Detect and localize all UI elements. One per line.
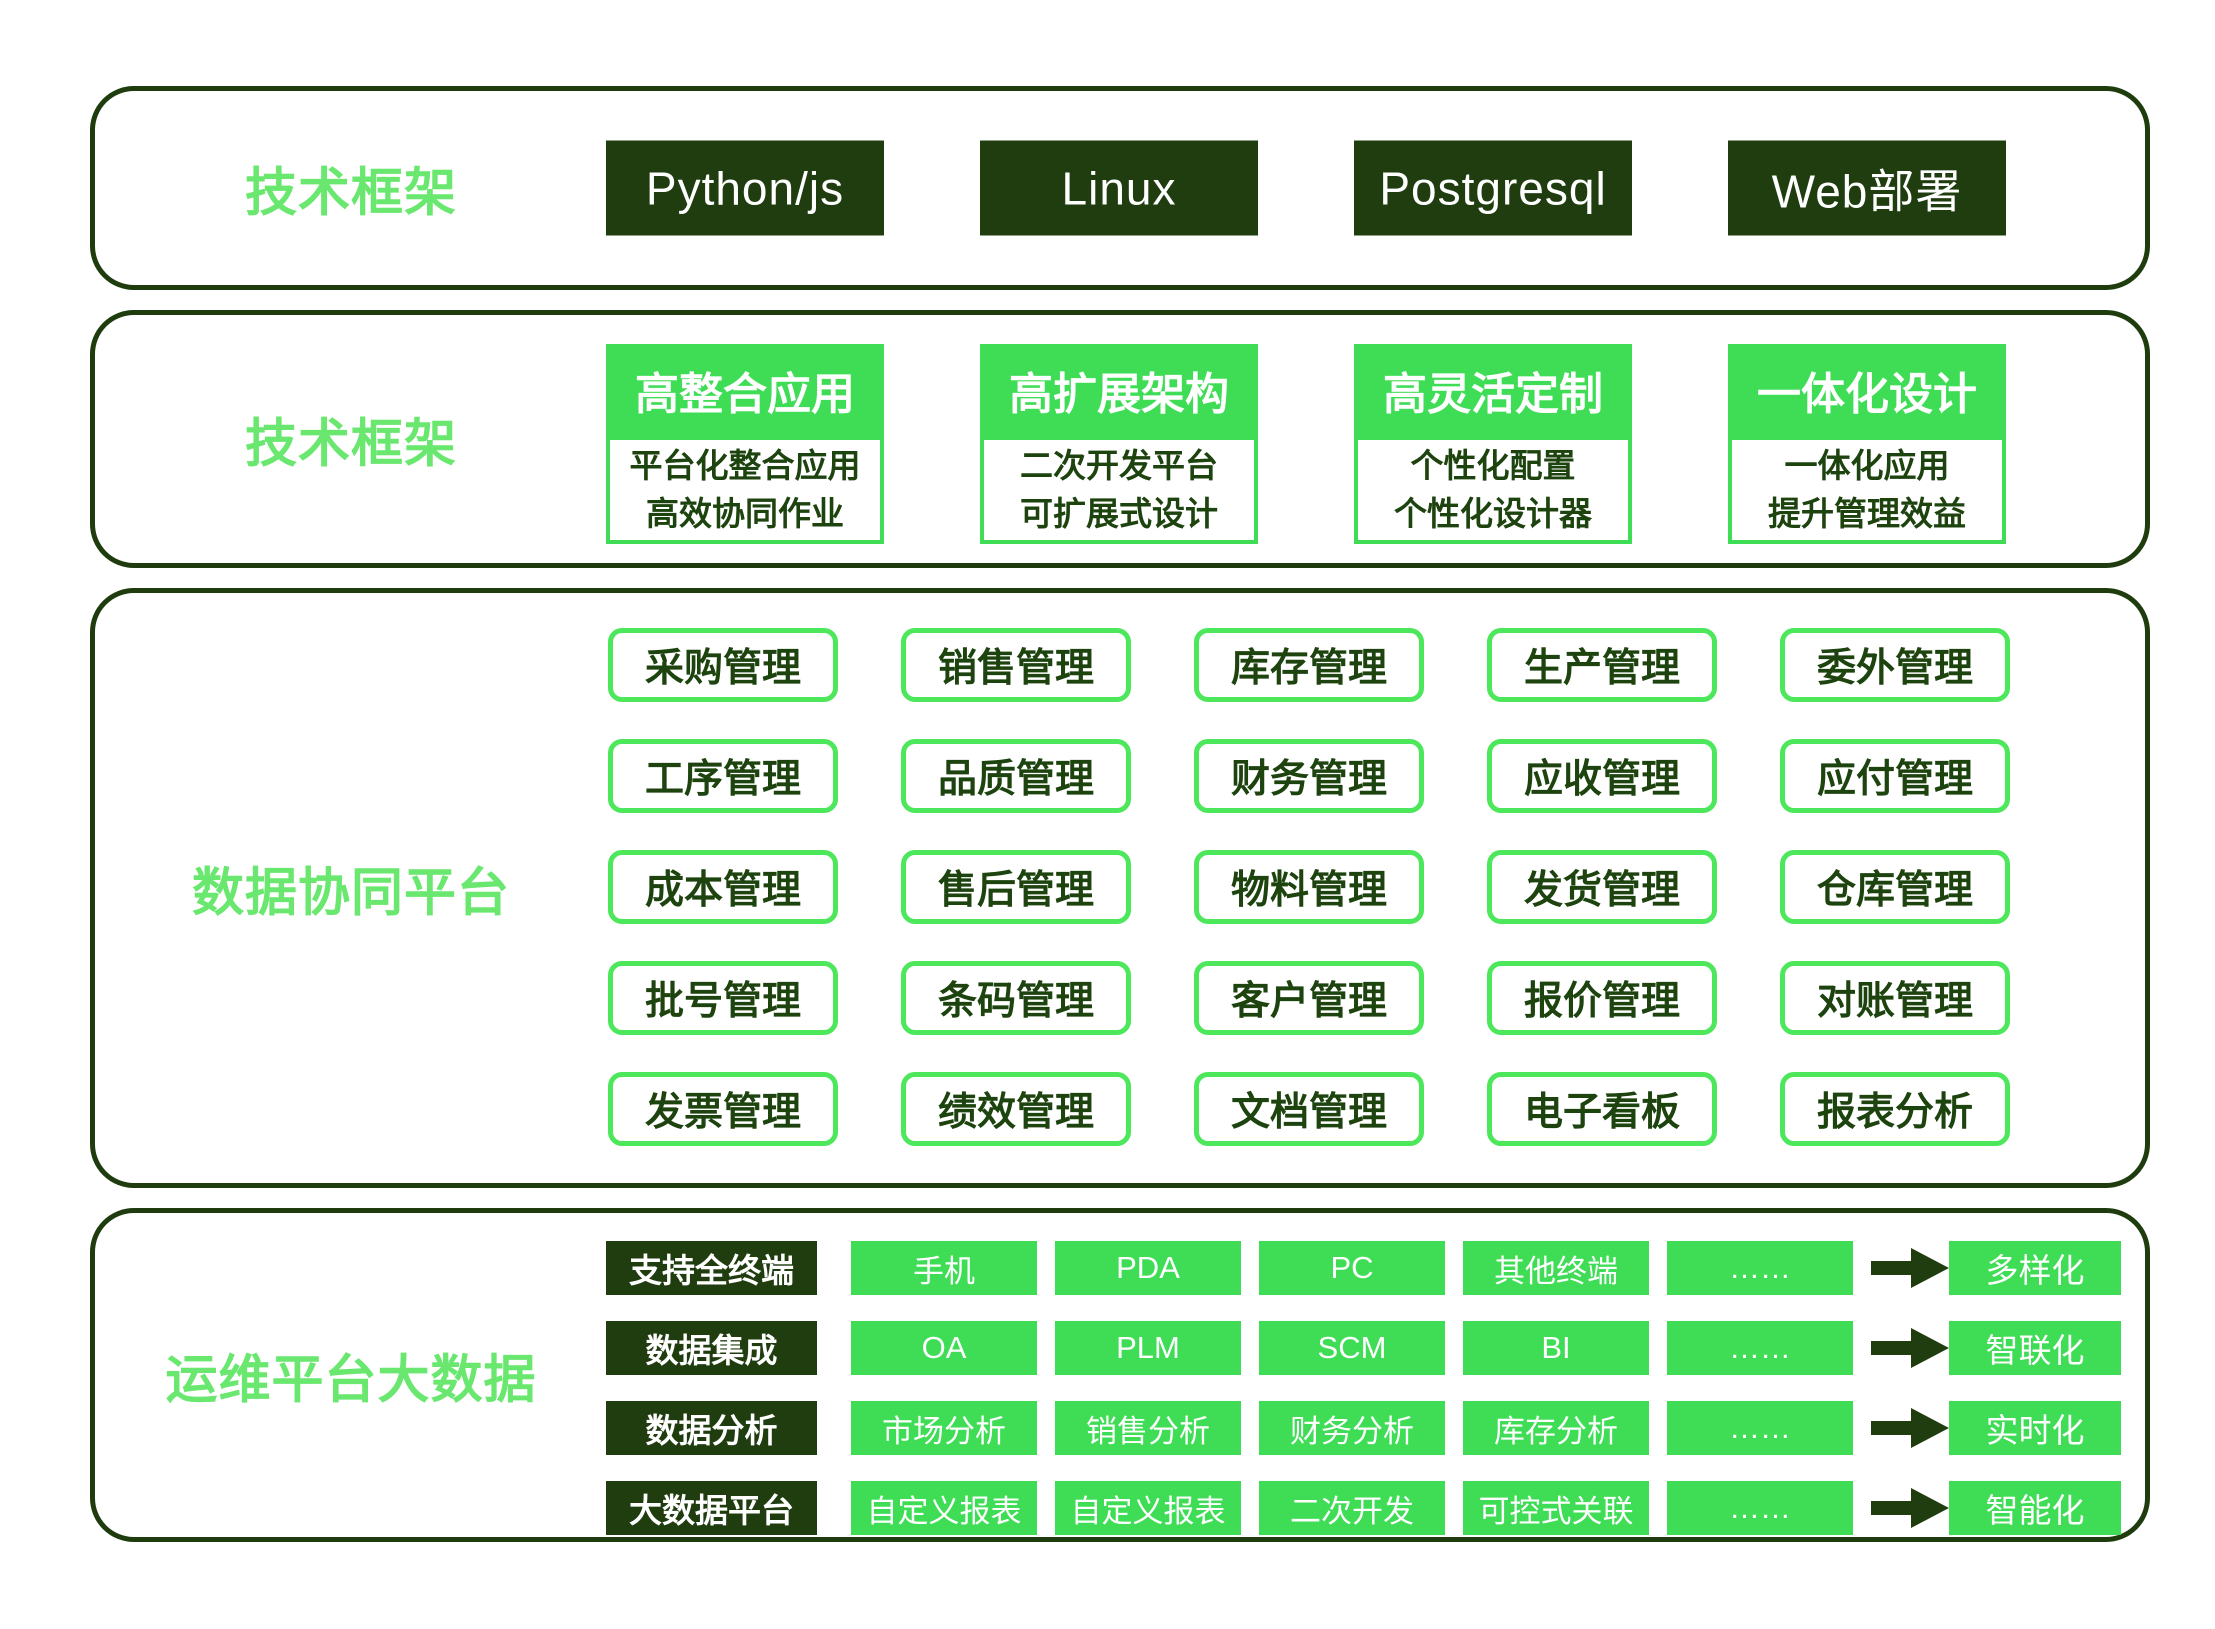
module-materials: 物料管理 [1194,850,1424,924]
module-batch-number: 批号管理 [608,961,838,1035]
bigdata-cell: 手机 [851,1241,1037,1295]
panel-platform: 数据协同平台 采购管理 销售管理 库存管理 生产管理 委外管理 工序管理 品质管… [90,588,2150,1188]
bigdata-cell: 其他终端 [1463,1241,1649,1295]
bigdata-cell: …… [1667,1401,1853,1455]
tech-stack-row: Python/js Linux Postgresql Web部署 [606,140,2006,236]
module-barcode: 条码管理 [901,961,1131,1035]
feature-column-extensibility: 高扩展架构 二次开发平台 可扩展式设计 [980,344,1258,544]
feature-line-1: 二次开发平台 [1020,447,1218,485]
bigdata-cell: PLM [1055,1321,1241,1375]
bigdata-cell: SCM [1259,1321,1445,1375]
module-e-kanban: 电子看板 [1487,1072,1717,1146]
module-performance: 绩效管理 [901,1072,1131,1146]
bigdata-category: 数据分析 [606,1401,817,1455]
tech-stack-item-linux: Linux [980,140,1258,236]
module-inventory: 库存管理 [1194,628,1424,702]
bigdata-cell: 二次开发 [1259,1481,1445,1535]
bigdata-cell: …… [1667,1481,1853,1535]
platform-label: 数据协同平台 [191,864,510,923]
module-quotation: 报价管理 [1487,961,1717,1035]
feature-line-2: 提升管理效益 [1768,495,1966,532]
feature-line-1: 平台化整合应用 [629,447,861,485]
bigdata-category: 数据集成 [606,1321,817,1375]
bigdata-cell: 销售分析 [1055,1401,1241,1455]
bigdata-cell: OA [851,1321,1037,1375]
module-quality: 品质管理 [901,739,1131,813]
bigdata-result: 多样化 [1949,1241,2121,1295]
panel-tech-stack: 技术框架 Python/js Linux Postgresql Web部署 [90,86,2150,290]
tech-stack-label: 技术框架 [244,164,457,223]
panel-framework: 技术框架 高整合应用 平台化整合应用 高效协同作业 高扩展架构 二次开发平台 可… [90,310,2150,568]
bigdata-row-platform: 大数据平台 自定义报表 自定义报表 二次开发 可控式关联 …… 智能化 [606,1481,2121,1535]
framework-label: 技术框架 [244,415,457,474]
feature-line-2: 高效协同作业 [646,495,844,532]
feature-title: 高扩展架构 [980,344,1258,436]
right-arrow-icon [1871,1321,1949,1375]
feature-column-flexibility: 高灵活定制 个性化配置 个性化设计器 [1354,344,1632,544]
feature-line-1: 个性化配置 [1410,447,1576,485]
feature-description: 个性化配置 个性化设计器 [1354,436,1632,544]
module-receivables: 应收管理 [1487,739,1717,813]
feature-description: 一体化应用 提升管理效益 [1728,436,2006,544]
bigdata-cell: …… [1667,1321,1853,1375]
module-production: 生产管理 [1487,628,1717,702]
framework-columns: 高整合应用 平台化整合应用 高效协同作业 高扩展架构 二次开发平台 可扩展式设计… [606,344,2006,544]
bigdata-cell: 库存分析 [1463,1401,1649,1455]
module-finance: 财务管理 [1194,739,1424,813]
bigdata-category: 支持全终端 [606,1241,817,1295]
module-documents: 文档管理 [1194,1072,1424,1146]
feature-line-2: 可扩展式设计 [1020,495,1218,532]
module-report-analysis: 报表分析 [1780,1072,2010,1146]
bigdata-cell: 自定义报表 [851,1481,1037,1535]
module-cost: 成本管理 [608,850,838,924]
bigdata-cell: BI [1463,1321,1649,1375]
bigdata-label: 运维平台大数据 [165,1351,537,1410]
module-warehouse: 仓库管理 [1780,850,2010,924]
feature-title: 高整合应用 [606,344,884,436]
bigdata-category: 大数据平台 [606,1481,817,1535]
modules-grid: 采购管理 销售管理 库存管理 生产管理 委外管理 工序管理 品质管理 财务管理 … [608,628,2010,1146]
bigdata-cell: 财务分析 [1259,1401,1445,1455]
module-invoice: 发票管理 [608,1072,838,1146]
bigdata-result: 实时化 [1949,1401,2121,1455]
feature-line-2: 个性化设计器 [1394,495,1592,532]
bigdata-cell: 可控式关联 [1463,1481,1649,1535]
bigdata-rows: 支持全终端 手机 PDA PC 其他终端 …… 多样化 数据集成 OA PLM … [606,1241,2121,1535]
module-payables: 应付管理 [1780,739,2010,813]
right-arrow-icon [1871,1401,1949,1455]
right-arrow-icon [1871,1481,1949,1535]
bigdata-cell: PC [1259,1241,1445,1295]
bigdata-cell: …… [1667,1241,1853,1295]
bigdata-cell: 市场分析 [851,1401,1037,1455]
tech-stack-item-python-js: Python/js [606,140,884,236]
module-procurement: 采购管理 [608,628,838,702]
tech-stack-item-web-deploy: Web部署 [1728,140,2006,236]
feature-column-integration: 高整合应用 平台化整合应用 高效协同作业 [606,344,884,544]
module-reconciliation: 对账管理 [1780,961,2010,1035]
feature-title: 一体化设计 [1728,344,2006,436]
panel-bigdata: 运维平台大数据 支持全终端 手机 PDA PC 其他终端 …… 多样化 数据集成… [90,1208,2150,1542]
module-sales: 销售管理 [901,628,1131,702]
module-outsourcing: 委外管理 [1780,628,2010,702]
feature-title: 高灵活定制 [1354,344,1632,436]
module-after-sales: 售后管理 [901,850,1131,924]
bigdata-cell: PDA [1055,1241,1241,1295]
module-customer: 客户管理 [1194,961,1424,1035]
bigdata-result: 智联化 [1949,1321,2121,1375]
bigdata-row-analysis: 数据分析 市场分析 销售分析 财务分析 库存分析 …… 实时化 [606,1401,2121,1455]
bigdata-result: 智能化 [1949,1481,2121,1535]
module-shipping: 发货管理 [1487,850,1717,924]
module-process: 工序管理 [608,739,838,813]
bigdata-row-terminals: 支持全终端 手机 PDA PC 其他终端 …… 多样化 [606,1241,2121,1295]
tech-stack-item-postgresql: Postgresql [1354,140,1632,236]
feature-column-unified-design: 一体化设计 一体化应用 提升管理效益 [1728,344,2006,544]
feature-line-1: 一体化应用 [1784,447,1950,485]
feature-description: 二次开发平台 可扩展式设计 [980,436,1258,544]
bigdata-row-integration: 数据集成 OA PLM SCM BI …… 智联化 [606,1321,2121,1375]
right-arrow-icon [1871,1241,1949,1295]
feature-description: 平台化整合应用 高效协同作业 [606,436,884,544]
bigdata-cell: 自定义报表 [1055,1481,1241,1535]
